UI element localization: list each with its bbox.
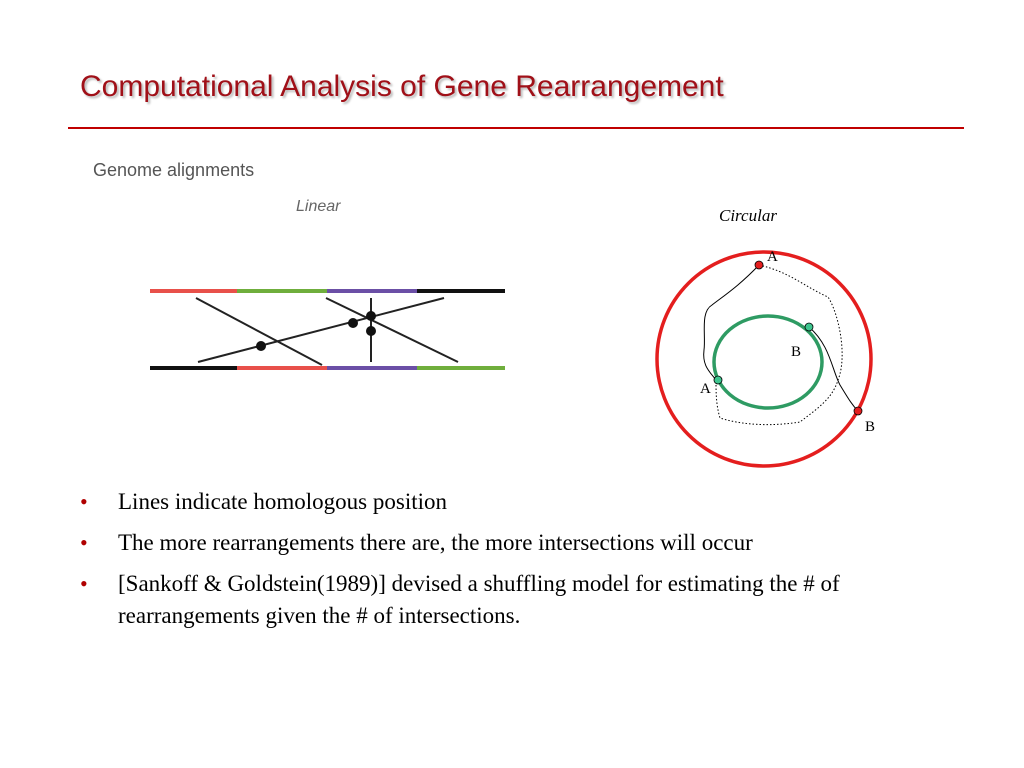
circular-label: Circular bbox=[719, 206, 777, 225]
inner-marker-b-label: B bbox=[791, 344, 801, 360]
title-divider bbox=[68, 127, 964, 129]
homology-path-solid bbox=[703, 264, 760, 381]
linear-alignment-diagram bbox=[150, 289, 505, 370]
intersection-point bbox=[366, 311, 376, 321]
bullet-text: Lines indicate homologous position bbox=[118, 489, 447, 514]
slide-title: Computational Analysis of Gene Rearrange… bbox=[80, 70, 724, 103]
circular-alignment-diagram: A B B A bbox=[655, 249, 875, 468]
homology-line bbox=[195, 297, 323, 366]
bullet-text: The more rearrangements there are, the m… bbox=[118, 530, 753, 555]
homology-lines bbox=[195, 297, 459, 366]
intersection-points bbox=[256, 311, 376, 351]
inner-genome-circle bbox=[712, 314, 824, 410]
bullet-list: • Lines indicate homologous position • T… bbox=[80, 486, 940, 641]
intersection-point bbox=[348, 318, 358, 328]
bullet-marker: • bbox=[80, 489, 88, 514]
bullet-marker: • bbox=[80, 571, 88, 596]
outer-marker-a-dot bbox=[754, 260, 764, 270]
bullet-item: • The more rearrangements there are, the… bbox=[80, 527, 940, 559]
intersection-point bbox=[366, 326, 376, 336]
bullet-text: [Sankoff & Goldstein(1989)] devised a sh… bbox=[118, 571, 840, 628]
outer-marker-a-label: A bbox=[767, 249, 778, 265]
homology-path-solid bbox=[808, 326, 859, 412]
inner-marker-b-dot bbox=[804, 322, 814, 332]
outer-marker-b-dot bbox=[853, 406, 863, 416]
bullet-item: • [Sankoff & Goldstein(1989)] devised a … bbox=[80, 568, 940, 632]
figure-heading: Genome alignments bbox=[93, 160, 255, 180]
bullet-marker: • bbox=[80, 530, 88, 555]
homology-line bbox=[197, 297, 445, 363]
outer-genome-circle bbox=[655, 250, 873, 468]
inner-marker-a-dot bbox=[713, 375, 723, 385]
bullet-item: • Lines indicate homologous position bbox=[80, 486, 940, 518]
intersection-point bbox=[256, 341, 266, 351]
inner-marker-a-label: A bbox=[700, 381, 711, 397]
linear-label: Linear bbox=[296, 198, 341, 215]
outer-marker-b-label: B bbox=[865, 419, 875, 435]
homology-line bbox=[325, 297, 459, 363]
